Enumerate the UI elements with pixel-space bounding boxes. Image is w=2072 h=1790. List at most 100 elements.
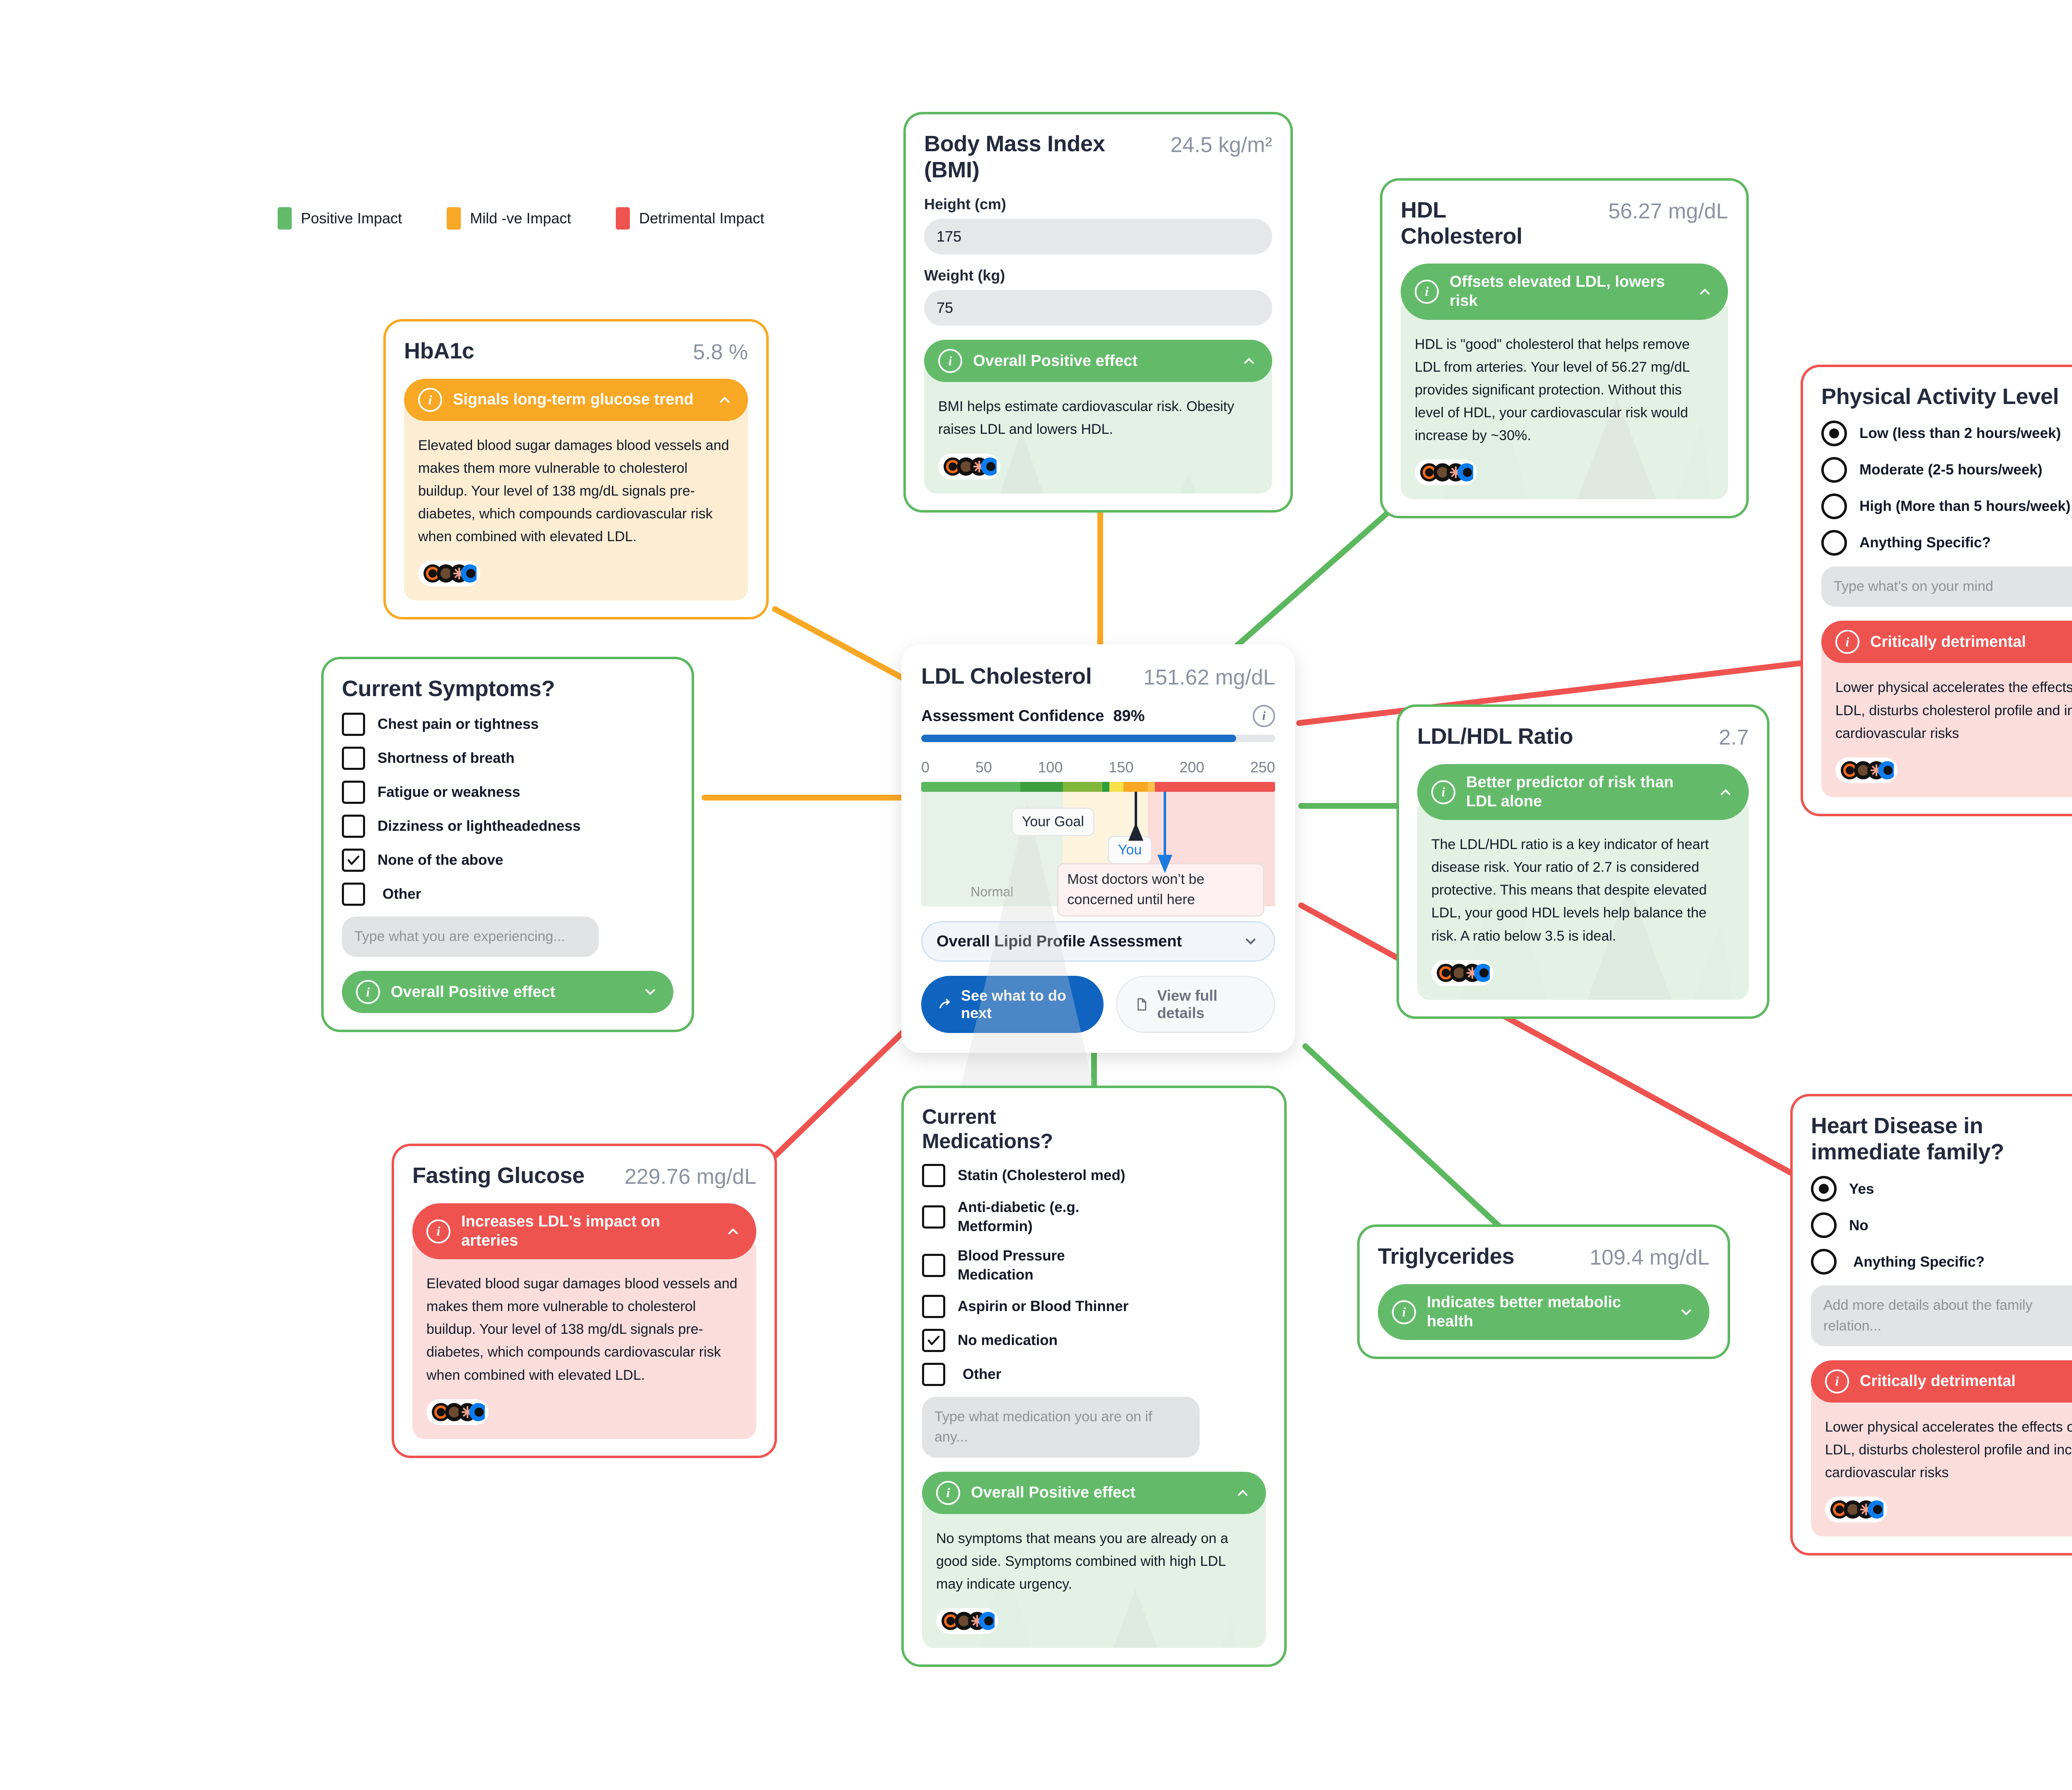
- weight-input[interactable]: 75: [924, 290, 1272, 326]
- checkbox-option[interactable]: Other: [922, 1363, 1266, 1386]
- chevron-up-icon[interactable]: [724, 1222, 742, 1241]
- radio-option[interactable]: Moderate (2-5 hours/week): [1821, 457, 2072, 483]
- card-physical-activity[interactable]: Physical Activity Level Low (less than 2…: [1801, 365, 2072, 816]
- checkbox-icon[interactable]: [922, 1295, 945, 1318]
- checkbox-option[interactable]: None of the above: [342, 849, 673, 872]
- impact-banner[interactable]: i Critically detrimental: [1811, 1360, 2072, 1403]
- impact-banner[interactable]: i Increases LDL's impact on arteries: [412, 1203, 756, 1260]
- card-hba1c[interactable]: HbA1c 5.8 % i Signals long-term glucose …: [383, 319, 769, 620]
- impact-banner[interactable]: i Overall Positive effect: [922, 1471, 1266, 1514]
- chevron-down-icon[interactable]: [1677, 1303, 1695, 1321]
- info-icon: i: [356, 980, 380, 1004]
- view-full-details-button[interactable]: View full details: [1116, 976, 1275, 1033]
- gauge-segment: [1020, 782, 1063, 792]
- checkbox-option[interactable]: Fatigue or weakness: [342, 781, 673, 804]
- impact-banner[interactable]: i Critically detrimental: [1821, 621, 2072, 663]
- radio-option[interactable]: Yes: [1811, 1176, 2072, 1202]
- radio-icon[interactable]: [1821, 421, 1847, 447]
- info-icon[interactable]: i: [1253, 705, 1275, 727]
- radio-option[interactable]: High (More than 5 hours/week): [1821, 493, 2072, 520]
- impact-banner[interactable]: i Offsets elevated LDL, lowers risk: [1401, 264, 1728, 320]
- radio-icon[interactable]: [1821, 457, 1847, 483]
- source-stamp: [938, 453, 1000, 479]
- radio-icon[interactable]: [1821, 530, 1847, 556]
- info-icon: i: [1835, 630, 1859, 654]
- impact-banner[interactable]: i Overall Positive effect: [924, 340, 1272, 382]
- checkbox-label: Other: [963, 1366, 1002, 1383]
- radio-option[interactable]: Anything Specific?: [1811, 1249, 2072, 1275]
- checkbox-option[interactable]: Chest pain or tightness: [342, 713, 673, 736]
- legend-swatch-detrimental: [616, 207, 630, 230]
- card-value: 151.62 mg/dL: [1143, 665, 1275, 689]
- symptoms-notes-input[interactable]: Type what you are experiencing...: [342, 917, 599, 957]
- checkbox-option[interactable]: Statin (Cholesterol med): [922, 1164, 1266, 1187]
- chevron-up-icon[interactable]: [716, 391, 734, 409]
- card-fasting-glucose[interactable]: Fasting Glucose 229.76 mg/dL i Increases…: [392, 1144, 777, 1458]
- checkbox-icon[interactable]: [342, 781, 365, 804]
- source-stamp: [1835, 757, 1898, 783]
- impact-body: Elevated blood sugar damages blood vesse…: [412, 1245, 756, 1439]
- card-current-symptoms[interactable]: Current Symptoms? Chest pain or tightnes…: [321, 657, 694, 1033]
- checkbox-option[interactable]: No medication: [922, 1329, 1266, 1352]
- chevron-up-icon[interactable]: [1716, 783, 1735, 801]
- chevron-down-icon[interactable]: [1242, 932, 1260, 951]
- card-ldl-hdl-ratio[interactable]: LDL/HDL Ratio 2.7 i Better predictor of …: [1397, 704, 1769, 1019]
- impact-banner[interactable]: i Indicates better metabolic health: [1378, 1284, 1709, 1340]
- card-title: HDL Cholesterol: [1401, 198, 1523, 249]
- impact-banner[interactable]: i Signals long-term glucose trend: [404, 379, 748, 421]
- radio-option[interactable]: No: [1811, 1212, 2072, 1238]
- radio-label: Anything Specific?: [1859, 535, 1991, 551]
- chevron-up-icon[interactable]: [1696, 283, 1714, 301]
- radio-icon[interactable]: [1821, 493, 1847, 520]
- checkbox-checked-icon[interactable]: [342, 849, 365, 872]
- checkbox-label: Shortness of breath: [378, 750, 515, 767]
- checkbox-icon[interactable]: [922, 1253, 945, 1277]
- card-heart-disease-family[interactable]: Heart Disease in immediate family? Yes N…: [1790, 1094, 2072, 1556]
- checkbox-option[interactable]: Aspirin or Blood Thinner: [922, 1295, 1266, 1318]
- card-header: HbA1c 5.8 %: [404, 338, 748, 365]
- chevron-up-icon[interactable]: [1234, 1484, 1252, 1502]
- checkbox-option[interactable]: Shortness of breath: [342, 747, 673, 770]
- card-title: Current Medications?: [922, 1105, 1053, 1153]
- impact-banner[interactable]: i Overall Positive effect: [342, 971, 673, 1014]
- medication-notes-input[interactable]: Type what medication you are on if any..…: [922, 1397, 1200, 1458]
- radio-icon[interactable]: [1811, 1176, 1837, 1202]
- checkbox-icon[interactable]: [342, 883, 365, 906]
- card-bmi[interactable]: Body Mass Index (BMI) 24.5 kg/m² Height …: [903, 112, 1293, 513]
- checkbox-option[interactable]: Blood Pressure Medication: [922, 1246, 1266, 1284]
- checkbox-option[interactable]: Other: [342, 883, 673, 906]
- radio-option[interactable]: Anything Specific?: [1821, 530, 2072, 556]
- checkbox-option[interactable]: Anti-diabetic (e.g. Metformin): [922, 1198, 1266, 1236]
- impact-body-text: No symptoms that means you are already o…: [936, 1530, 1228, 1592]
- checkbox-icon[interactable]: [342, 747, 365, 770]
- checkbox-checked-icon[interactable]: [922, 1329, 945, 1352]
- family-notes-input[interactable]: Add more details about the family relati…: [1811, 1285, 2072, 1346]
- height-input[interactable]: 175: [924, 219, 1272, 255]
- radio-icon[interactable]: [1811, 1212, 1837, 1238]
- radio-option[interactable]: Low (less than 2 hours/week): [1821, 421, 2072, 447]
- card-triglycerides[interactable]: Triglycerides 109.4 mg/dL i Indicates be…: [1357, 1224, 1730, 1359]
- card-current-medications[interactable]: Current Medications? Statin (Cholesterol…: [901, 1086, 1287, 1667]
- checkbox-icon[interactable]: [922, 1363, 945, 1386]
- checkbox-icon[interactable]: [922, 1205, 945, 1229]
- see-what-to-do-next-button[interactable]: See what to do next: [921, 976, 1104, 1033]
- impact-banner[interactable]: i Better predictor of risk than LDL alon…: [1417, 764, 1749, 820]
- checkbox-icon[interactable]: [922, 1164, 945, 1187]
- card-ldl-cholesterol[interactable]: LDL Cholesterol 151.62 mg/dL Assessment …: [901, 644, 1295, 1136]
- checkbox-option[interactable]: Dizziness or lightheadedness: [342, 815, 673, 838]
- impact-banner-label: Overall Positive effect: [973, 352, 1138, 370]
- checkbox-label: Aspirin or Blood Thinner: [958, 1298, 1129, 1315]
- gauge-color-bar: [921, 782, 1275, 792]
- activity-notes-input[interactable]: Type what’s on your mind: [1821, 566, 2072, 607]
- impact-legend: Positive Impact Mild -ve Impact Detrimen…: [278, 207, 764, 230]
- card-title: Current Symptoms?: [342, 676, 555, 701]
- gauge-tick-labels: 0 50 100 150 200 250: [921, 759, 1275, 776]
- chevron-up-icon[interactable]: [1240, 352, 1258, 370]
- radio-icon[interactable]: [1811, 1249, 1837, 1275]
- card-hdl[interactable]: HDL Cholesterol 56.27 mg/dL i Offsets el…: [1380, 178, 1749, 518]
- assessment-select[interactable]: Overall Lipid Profile Assessment: [921, 921, 1275, 962]
- checkbox-icon[interactable]: [342, 713, 365, 736]
- checkbox-icon[interactable]: [342, 815, 365, 838]
- chevron-down-icon[interactable]: [641, 983, 659, 1001]
